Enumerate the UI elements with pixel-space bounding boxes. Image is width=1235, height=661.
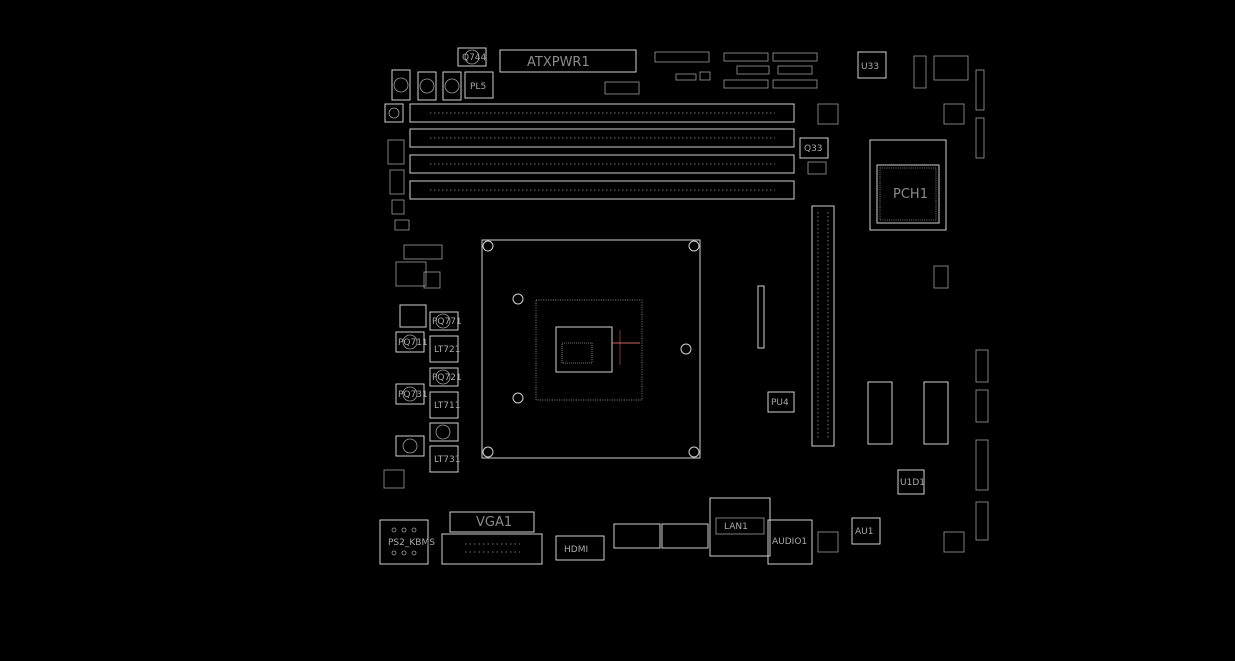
atx-label: ATXPWR1: [527, 55, 590, 70]
svg-text:LT721: LT721: [434, 345, 460, 355]
au1-chip[interactable]: AU1: [851, 517, 881, 545]
svg-text:Q744: Q744: [462, 53, 487, 63]
svg-text:LAN1: LAN1: [724, 522, 748, 532]
svg-text:AUDIO1: AUDIO1: [772, 537, 807, 547]
dimm-slots[interactable]: [409, 103, 795, 200]
bottom-right-components: [817, 531, 965, 553]
usb-connectors[interactable]: [613, 523, 709, 549]
svg-text:Q33: Q33: [804, 144, 823, 154]
ps2-connector[interactable]: PS2_KBMS: [379, 519, 435, 565]
left-top-caps: [384, 69, 462, 123]
pu4-chip[interactable]: PU4: [767, 391, 795, 413]
svg-text:LT731: LT731: [434, 455, 460, 465]
svg-text:PQ731: PQ731: [398, 390, 428, 400]
svg-text:PCH1: PCH1: [893, 187, 928, 202]
q744-component[interactable]: Q744: [457, 47, 487, 67]
u1d1-chip[interactable]: U1D1: [897, 469, 925, 495]
svg-text:PQ721: PQ721: [432, 373, 462, 383]
svg-text:PQ711: PQ711: [398, 338, 428, 348]
svg-text:PQ771: PQ771: [432, 317, 462, 327]
pcie-slot[interactable]: [757, 205, 835, 447]
svg-text:U1D1: U1D1: [900, 478, 925, 488]
svg-text:U33: U33: [861, 62, 879, 72]
left-edge-components: [387, 139, 443, 289]
vrm-section[interactable]: PQ771 PQ711 LT721 PQ721 PQ731 LT711 LT73…: [383, 304, 462, 489]
right-middle-components: [867, 265, 989, 541]
pl5-inductor[interactable]: PL5: [464, 71, 494, 99]
cpu-socket[interactable]: [481, 239, 701, 459]
right-top-components: [817, 55, 985, 159]
q33-component[interactable]: Q33: [799, 137, 829, 175]
audio-connector[interactable]: AUDIO1: [767, 519, 813, 565]
pch-chip[interactable]: PCH1: [869, 139, 947, 231]
svg-text:PS2_KBMS: PS2_KBMS: [388, 538, 435, 548]
atx-power-connector[interactable]: ATXPWR1: [499, 49, 637, 73]
vga-connector[interactable]: VGA1: [441, 511, 543, 565]
svg-text:HDMI: HDMI: [564, 545, 588, 555]
svg-text:LT711: LT711: [434, 401, 460, 411]
svg-text:VGA1: VGA1: [476, 515, 512, 530]
hdmi-connector[interactable]: HDMI: [555, 535, 605, 561]
svg-text:PU4: PU4: [771, 398, 789, 408]
lan-connector[interactable]: LAN1: [709, 497, 771, 557]
svg-text:PL5: PL5: [470, 82, 486, 92]
svg-text:AU1: AU1: [855, 527, 873, 537]
u33-chip[interactable]: U33: [857, 51, 887, 79]
top-headers: [604, 51, 818, 95]
